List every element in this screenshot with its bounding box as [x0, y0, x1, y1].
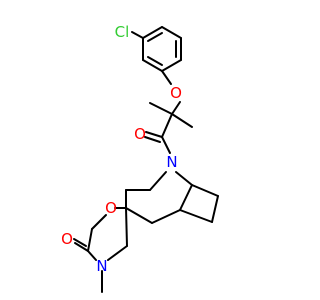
- bond: [179, 209, 213, 223]
- ether-oxygen-label: O: [170, 84, 182, 102]
- structure-canvas: Cl O O N O O N: [61, 23, 219, 293]
- bond: [161, 26, 182, 39]
- bond: [175, 171, 193, 186]
- bond: [144, 136, 161, 143]
- bond: [161, 113, 173, 138]
- bond: [87, 228, 93, 252]
- bond: [149, 171, 167, 191]
- bond: [161, 70, 172, 85]
- bond: [125, 207, 153, 224]
- bond: [161, 136, 171, 154]
- bridgehead-nitrogen-label: N: [166, 153, 177, 171]
- bond: [87, 250, 97, 261]
- bond: [179, 184, 193, 211]
- bond: [149, 102, 173, 115]
- lactam-nitrogen-label: N: [96, 257, 107, 275]
- bond: [145, 131, 163, 138]
- bond: [151, 209, 181, 224]
- bond: [125, 207, 128, 247]
- bond: [131, 31, 144, 39]
- bond: [74, 242, 89, 252]
- ring-oxygen-label: O: [105, 199, 117, 217]
- bond: [161, 59, 182, 72]
- atom-labels: Cl O O N O O N: [61, 23, 182, 275]
- bond: [107, 245, 128, 261]
- bond: [73, 238, 87, 247]
- chlorine-atom-label: Cl: [115, 23, 130, 41]
- bond: [147, 56, 163, 66]
- bond: [142, 26, 163, 39]
- molecule-diagram: Cl O O N O O N: [61, 23, 219, 293]
- lactam-oxygen-label: O: [61, 230, 73, 248]
- carbonyl-oxygen-label: O: [134, 125, 146, 143]
- bond: [171, 113, 193, 128]
- bond: [171, 101, 181, 115]
- bonds: [73, 26, 219, 293]
- bond: [211, 195, 219, 223]
- bond: [147, 32, 163, 42]
- bond: [91, 214, 107, 230]
- bond: [142, 59, 163, 72]
- bond: [191, 184, 219, 197]
